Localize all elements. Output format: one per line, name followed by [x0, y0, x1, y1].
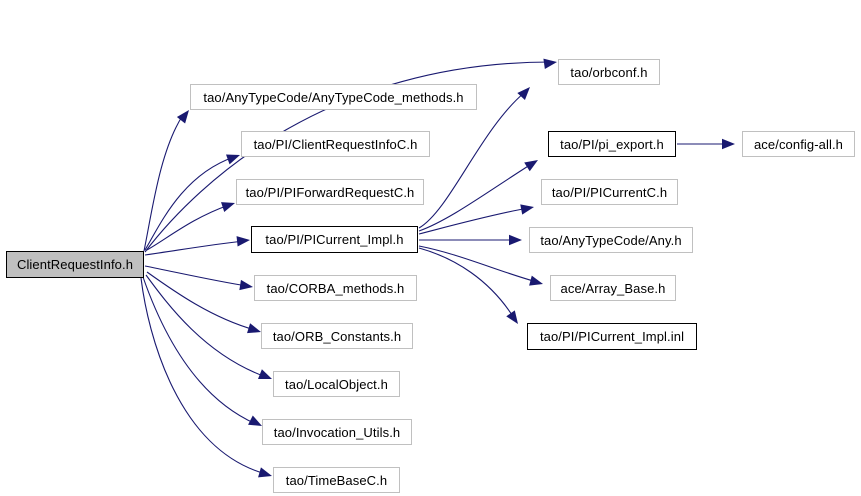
- node-label-config_all: ace/config-all.h: [753, 136, 844, 152]
- arrow-head-icon: [226, 154, 240, 165]
- node-label-pi_export: tao/PI/pi_export.h: [560, 136, 664, 152]
- edge-root-to-picurrent_impl_h: [144, 236, 250, 256]
- node-picurrent_impl_h[interactable]: tao/PI/PICurrent_Impl.h: [251, 226, 418, 253]
- edge-root-to-timebasec: [140, 277, 272, 478]
- arrow-head-icon: [517, 87, 530, 101]
- arrow-head-icon: [248, 415, 262, 426]
- arrow-head-icon: [247, 323, 261, 334]
- edge-root-to-piforwardreqc: [146, 202, 235, 251]
- edge-root-to-orb_constants: [146, 271, 261, 334]
- arrow-head-icon: [524, 160, 538, 172]
- node-label-array_base: ace/Array_Base.h: [560, 280, 666, 296]
- node-corba_methods[interactable]: tao/CORBA_methods.h: [254, 275, 417, 301]
- node-label-picurrent_impl_inl: tao/PI/PICurrent_Impl.inl: [539, 329, 685, 344]
- arrow-head-icon: [529, 275, 543, 286]
- arrow-head-icon: [543, 58, 557, 69]
- arrow-head-icon: [722, 138, 735, 150]
- node-orbconf[interactable]: tao/orbconf.h: [558, 59, 660, 85]
- node-label-root: ClientRequestInfo.h: [16, 257, 134, 272]
- node-label-picurrentc: tao/PI/PICurrentC.h: [551, 184, 668, 200]
- node-timebasec[interactable]: tao/TimeBaseC.h: [273, 467, 400, 493]
- arrow-head-icon: [221, 202, 235, 212]
- edge-picurrent_impl_h-to-pi_export: [418, 160, 538, 232]
- arrow-head-icon: [176, 110, 189, 124]
- edge-root-to-corba_methods: [144, 265, 253, 291]
- edge-pi_export-to-config_all: [677, 138, 735, 150]
- node-root[interactable]: ClientRequestInfo.h: [6, 251, 144, 278]
- node-picurrentc[interactable]: tao/PI/PICurrentC.h: [541, 179, 678, 205]
- node-localobject[interactable]: tao/LocalObject.h: [273, 371, 400, 397]
- arrow-head-icon: [236, 236, 250, 247]
- node-label-timebasec: tao/TimeBaseC.h: [285, 472, 388, 488]
- node-array_base[interactable]: ace/Array_Base.h: [550, 275, 676, 301]
- arrow-head-icon: [257, 369, 272, 379]
- node-label-piforwardreqc: tao/PI/PIForwardRequestC.h: [245, 184, 415, 200]
- edge-root-to-anytypecode_meth: [143, 110, 189, 252]
- node-label-corba_methods: tao/CORBA_methods.h: [266, 280, 405, 296]
- arrow-head-icon: [506, 310, 518, 324]
- node-piforwardreqc[interactable]: tao/PI/PIForwardRequestC.h: [236, 179, 424, 205]
- edge-picurrent_impl_h-to-orbconf: [418, 87, 530, 229]
- node-label-picurrent_impl_h: tao/PI/PICurrent_Impl.h: [265, 232, 404, 247]
- node-label-any_h: tao/AnyTypeCode/Any.h: [540, 232, 682, 248]
- node-label-localobject: tao/LocalObject.h: [285, 376, 388, 392]
- arrow-head-icon: [509, 234, 522, 246]
- node-label-clientreqinfoc: tao/PI/ClientRequestInfoC.h: [253, 136, 418, 152]
- node-orb_constants[interactable]: tao/ORB_Constants.h: [261, 323, 413, 349]
- edge-picurrent_impl_h-to-picurrentc: [418, 204, 534, 235]
- node-label-orbconf: tao/orbconf.h: [570, 64, 648, 80]
- node-label-anytypecode_meth: tao/AnyTypeCode/AnyTypeCode_methods.h: [203, 89, 464, 105]
- edge-picurrent_impl_h-to-picurrent_impl_inl: [418, 247, 518, 324]
- edge-root-to-localobject: [145, 274, 272, 379]
- edge-root-to-invocation_utils: [142, 276, 262, 426]
- edge-picurrent_impl_h-to-any_h: [419, 234, 522, 246]
- node-label-invocation_utils: tao/Invocation_Utils.h: [273, 424, 401, 440]
- node-clientreqinfoc[interactable]: tao/PI/ClientRequestInfoC.h: [241, 131, 430, 157]
- node-invocation_utils[interactable]: tao/Invocation_Utils.h: [262, 419, 412, 445]
- node-pi_export[interactable]: tao/PI/pi_export.h: [548, 131, 676, 157]
- node-anytypecode_meth[interactable]: tao/AnyTypeCode/AnyTypeCode_methods.h: [190, 84, 477, 110]
- node-config_all[interactable]: ace/config-all.h: [742, 131, 855, 157]
- edge-picurrent_impl_h-to-array_base: [418, 245, 543, 286]
- arrow-head-icon: [239, 279, 253, 291]
- node-picurrent_impl_inl[interactable]: tao/PI/PICurrent_Impl.inl: [527, 323, 697, 350]
- node-any_h[interactable]: tao/AnyTypeCode/Any.h: [529, 227, 693, 253]
- arrow-head-icon: [520, 204, 534, 215]
- edge-root-to-clientreqinfoc: [144, 154, 240, 251]
- edge-root-to-orbconf: [144, 58, 557, 253]
- arrow-head-icon: [258, 467, 272, 478]
- node-label-orb_constants: tao/ORB_Constants.h: [272, 328, 402, 344]
